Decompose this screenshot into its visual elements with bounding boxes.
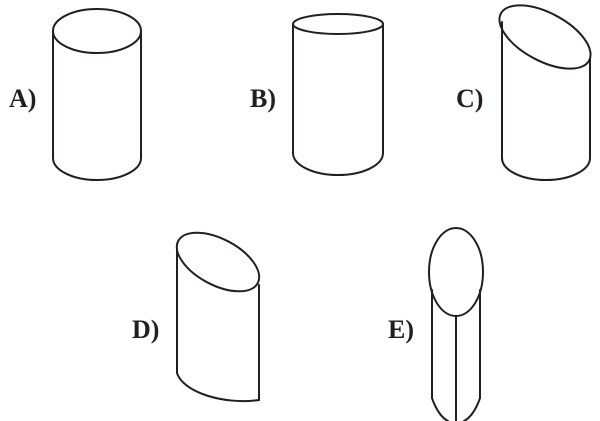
- option-d-label: D): [132, 315, 159, 344]
- option-b-cylinder: [292, 13, 384, 176]
- option-b-top-ellipse: [292, 13, 384, 35]
- option-e-label: E): [388, 315, 414, 344]
- option-d-cylinder: [175, 231, 261, 402]
- option-a: A): [9, 8, 142, 181]
- option-c-cylinder: [498, 4, 592, 181]
- option-e-bottom-left-curve: [431, 397, 449, 421]
- option-a-bottom-arc: [52, 157, 142, 181]
- option-a-cylinder: [52, 8, 142, 181]
- option-e-bottom-right-curve: [463, 397, 481, 421]
- option-c-bottom-arc: [501, 157, 591, 181]
- option-c: C): [456, 4, 592, 181]
- option-d-slanted-top-ellipse: [175, 231, 261, 293]
- option-b-label: B): [250, 84, 276, 113]
- option-a-top-ellipse: [52, 8, 142, 54]
- option-b-bottom-arc: [292, 152, 384, 176]
- option-a-label: A): [9, 84, 36, 113]
- option-e: E): [388, 227, 484, 421]
- option-e-top-ellipse: [428, 227, 484, 317]
- option-d-slanted-bottom-arc: [176, 372, 260, 402]
- option-c-label: C): [456, 84, 483, 113]
- option-b: B): [250, 13, 384, 176]
- option-e-cylinder: [428, 227, 484, 421]
- option-d: D): [132, 231, 261, 402]
- option-c-slanted-top-ellipse: [498, 4, 592, 70]
